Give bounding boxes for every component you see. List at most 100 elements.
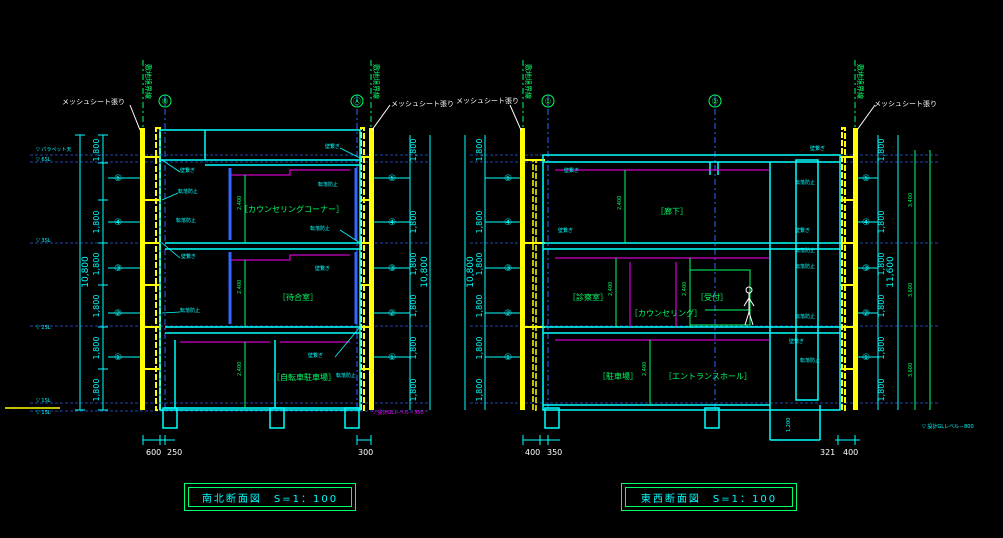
svg-text:転落防止: 転落防止 (795, 179, 815, 186)
svg-text:転落防止: 転落防止 (318, 181, 338, 188)
axis-label: ① (544, 97, 551, 106)
svg-text:1,800: 1,800 (475, 211, 484, 234)
svg-text:1,800: 1,800 (475, 337, 484, 360)
mesh-sheet-note: メッシュシート張り (391, 100, 454, 108)
svg-text:壁繋ぎ: 壁繋ぎ (564, 167, 579, 174)
scaffold-right (840, 127, 858, 411)
svg-text:［診察室］: ［診察室］ (568, 292, 608, 302)
svg-text:①: ① (388, 353, 396, 363)
svg-text:［カウンセリング］: ［カウンセリング］ (630, 308, 702, 318)
dim-label: 250 (167, 448, 182, 457)
total-height-dimension: 10,800 (420, 256, 430, 288)
dim-label: 350 (547, 448, 562, 457)
svg-text:1,800: 1,800 (475, 295, 484, 318)
svg-text:1,800: 1,800 (877, 295, 886, 318)
svg-text:1,800: 1,800 (877, 211, 886, 234)
svg-text:④: ④ (504, 218, 512, 228)
mesh-sheet-note: メッシュシート張り (456, 97, 519, 105)
dim-label: 400 (843, 448, 858, 457)
level-label: ▽ 1SL (36, 398, 51, 404)
floor-dimension-labels: 1,800 1,800 1,800 1,800 1,800 1,800 (475, 139, 484, 402)
svg-text:2,400: 2,400 (608, 282, 614, 296)
svg-text:1,800: 1,800 (92, 337, 101, 360)
svg-text:壁繋ぎ: 壁繋ぎ (558, 227, 573, 234)
leader-lines (509, 104, 876, 131)
svg-text:③: ③ (504, 264, 512, 274)
level-label: ▽ 2SL (36, 325, 51, 331)
svg-text:②: ② (114, 309, 122, 319)
svg-text:壁繋ぎ: 壁繋ぎ (810, 145, 825, 152)
grid-label: 敷地境界線 (144, 64, 153, 99)
svg-text:転落防止: 転落防止 (795, 247, 815, 254)
glazing (228, 168, 358, 324)
level-lines (470, 154, 940, 404)
axis-label: ⑧ (161, 97, 168, 106)
svg-text:転落防止: 転落防止 (180, 307, 200, 314)
bottom-dimension (522, 435, 860, 445)
total-height-dimension: 10,800 (81, 256, 91, 288)
svg-text:3,400: 3,400 (908, 193, 914, 207)
drawing-title-ns: 南北断面図 S=1：100 (188, 487, 352, 507)
svg-text:③: ③ (114, 264, 122, 274)
building-structure (542, 154, 841, 441)
dimension-chain-right (374, 135, 431, 410)
axis-label: Ⓐ (353, 97, 361, 106)
level-label: ▽ 3SL (36, 238, 51, 244)
svg-text:2,400: 2,400 (617, 196, 623, 210)
drawing-title-ew: 東西断面図 S=1：100 (625, 487, 793, 507)
svg-text:③: ③ (388, 264, 396, 274)
svg-text:1,800: 1,800 (409, 253, 418, 276)
svg-text:①: ① (862, 353, 870, 363)
level-label: ▽ 設計GLレベル－350 (372, 409, 424, 416)
floor-dimension-labels: 1,800 1,800 1,800 1,800 1,800 1,800 (409, 139, 418, 402)
grid-label: 敷地境界線 (524, 64, 533, 99)
tie-notes: 壁繋ぎ 転落防止 転落防止 壁繋ぎ 転落防止 壁繋ぎ 転落防止 転落防止 壁繋ぎ… (176, 143, 356, 379)
svg-text:2,400: 2,400 (642, 362, 648, 376)
room-height-lines (615, 170, 751, 405)
svg-text:②: ② (862, 309, 870, 319)
svg-text:［受付］: ［受付］ (696, 292, 728, 302)
leader-lines (129, 104, 391, 131)
ceiling-lines (180, 169, 350, 343)
svg-text:転落防止: 転落防止 (795, 263, 815, 270)
dim-label: 400 (525, 448, 540, 457)
bottom-dimension (142, 435, 372, 445)
svg-text:2,400: 2,400 (237, 196, 243, 210)
level-label: ▽ パラペット天 (36, 147, 71, 153)
pit-dimension: 1,200 (786, 418, 792, 432)
level-label: ▽ 6SL (36, 157, 51, 163)
svg-text:1,800: 1,800 (92, 379, 101, 402)
lift-numbers: ⑤ ④ ③ ② ① (504, 174, 512, 363)
dimension-chain-left (75, 134, 108, 411)
tie-notes: 壁繋ぎ 壁繋ぎ 壁繋ぎ 転落防止 壁繋ぎ 転落防止 転落防止 転落防止 壁繋ぎ … (558, 145, 825, 364)
svg-text:3,600: 3,600 (908, 363, 914, 377)
svg-text:壁繋ぎ: 壁繋ぎ (795, 227, 810, 234)
floor-dimension-labels: 1,800 1,800 1,800 1,800 1,800 1,800 (92, 139, 101, 402)
svg-text:④: ④ (388, 218, 396, 228)
tie-leaders (161, 147, 361, 358)
axis-bubble (541, 94, 555, 108)
svg-text:1,800: 1,800 (475, 253, 484, 276)
svg-text:1,800: 1,800 (409, 337, 418, 360)
room-height-labels: 2,400 2,400 2,400 2,400 (608, 196, 688, 376)
svg-text:［エントランスホール］: ［エントランスホール］ (664, 372, 752, 381)
scaffold-left (520, 128, 545, 411)
svg-text:転落防止: 転落防止 (800, 357, 820, 364)
svg-text:③: ③ (862, 264, 870, 274)
lift-numbers: ⑤ ④ ③ ② ① (862, 174, 870, 363)
svg-text:1,800: 1,800 (92, 253, 101, 276)
svg-text:1,800: 1,800 (877, 253, 886, 276)
north-south-section: 敷地境界線 敷地境界線 ⑧ Ⓐ ▽ パラペット天 ▽ 6SL ▽ 3SL ▽ 2… (5, 60, 454, 457)
grid-label: 敷地境界線 (856, 64, 865, 99)
level-lines (30, 154, 430, 412)
svg-text:2,400: 2,400 (237, 362, 243, 376)
dim-label: 300 (358, 448, 373, 457)
mesh-sheet-note: メッシュシート張り (62, 98, 125, 106)
svg-text:②: ② (388, 309, 396, 319)
total-height-dimension: 10,800 (466, 256, 476, 288)
svg-text:①: ① (504, 353, 512, 363)
dimension-chain-right (858, 135, 899, 410)
axis-bubble (708, 94, 722, 108)
